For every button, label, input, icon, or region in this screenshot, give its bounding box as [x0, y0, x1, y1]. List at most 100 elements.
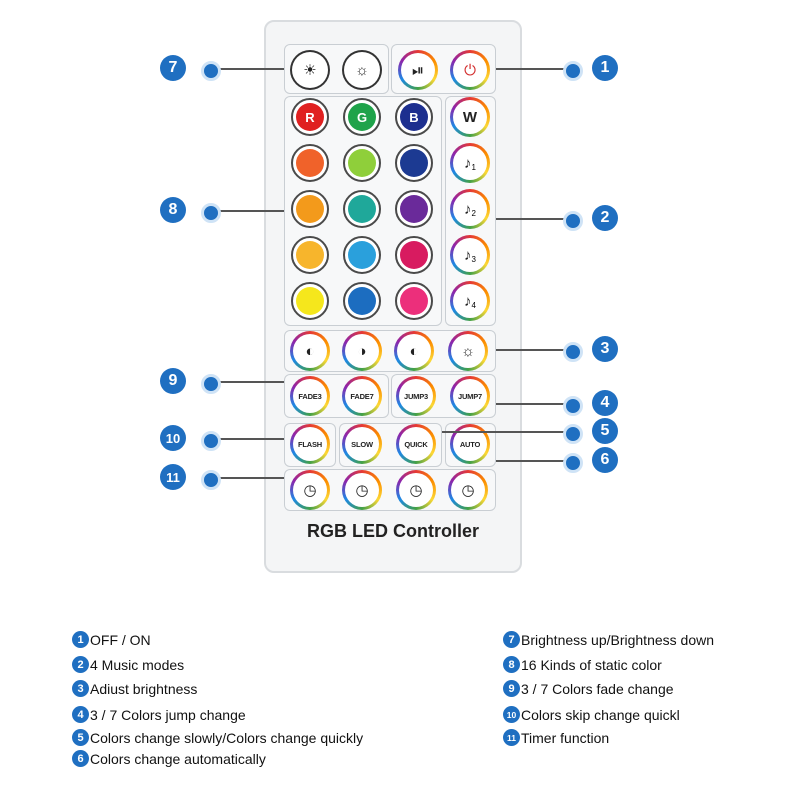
- leader-line: [496, 460, 570, 462]
- color-button-label: R: [305, 109, 315, 125]
- music-mode-3-button[interactable]: ♪3: [450, 235, 490, 275]
- color-swatch: [348, 241, 376, 269]
- callout-8: 8: [160, 197, 186, 223]
- leader-line: [442, 431, 570, 433]
- timer-clock-icon: ◷: [355, 481, 369, 499]
- legend-number: 11: [503, 729, 520, 746]
- color-swatch: R: [296, 103, 324, 131]
- color-button[interactable]: [395, 236, 433, 274]
- music-mode-4-button[interactable]: ♪4: [450, 281, 490, 321]
- music-note-icon: ♪: [464, 154, 472, 172]
- fade7-label: FADE7: [350, 391, 374, 401]
- color-swatch: B: [400, 103, 428, 131]
- timer-button[interactable]: ◷: [448, 470, 488, 510]
- jump3-button[interactable]: JUMP3: [396, 376, 436, 416]
- timer-button[interactable]: ◷: [396, 470, 436, 510]
- brightness-level-button[interactable]: ◐: [394, 331, 434, 371]
- music-mode-number: 1: [471, 162, 476, 172]
- white-button[interactable]: W: [450, 97, 490, 137]
- fade3-button[interactable]: FADE3: [290, 376, 330, 416]
- color-button[interactable]: [343, 190, 381, 228]
- legend-number: 3: [72, 680, 89, 697]
- callout-4: 4: [592, 390, 618, 416]
- color-button[interactable]: [343, 236, 381, 274]
- color-button-label: B: [409, 109, 419, 125]
- leader-line: [496, 403, 570, 405]
- leader-line: [208, 210, 284, 212]
- color-button[interactable]: [291, 144, 329, 182]
- auto-button[interactable]: AUTO: [450, 424, 490, 464]
- callout-1: 1: [592, 55, 618, 81]
- callout-2: 2: [592, 205, 618, 231]
- color-swatch: [296, 195, 324, 223]
- leader-line: [208, 381, 284, 383]
- legend-text: Colors change automatically: [90, 750, 266, 767]
- color-button[interactable]: [291, 282, 329, 320]
- color-button[interactable]: [395, 144, 433, 182]
- timer-clock-icon: ◷: [303, 481, 317, 499]
- fade3-label: FADE3: [298, 391, 322, 401]
- play-pause-icon: ⏯: [411, 61, 424, 79]
- color-swatch: [348, 287, 376, 315]
- legend-text: Adiust brightness: [90, 680, 198, 697]
- music-mode-number: 3: [471, 254, 476, 264]
- legend-number: 8: [503, 656, 520, 673]
- legend-text: Colors change slowly/Colors change quick…: [90, 729, 364, 746]
- color-button[interactable]: [343, 144, 381, 182]
- color-swatch: [296, 241, 324, 269]
- timer-button[interactable]: ◷: [342, 470, 382, 510]
- callout-7: 7: [160, 55, 186, 81]
- brightness-up-button[interactable]: ☀: [290, 50, 330, 90]
- legend-number: 7: [503, 631, 520, 648]
- brightness-down-button[interactable]: ☼: [342, 50, 382, 90]
- color-swatch: [348, 149, 376, 177]
- color-button-green[interactable]: G: [343, 98, 381, 136]
- color-button[interactable]: [395, 282, 433, 320]
- color-button[interactable]: [291, 190, 329, 228]
- color-button[interactable]: [395, 190, 433, 228]
- color-button-blue[interactable]: B: [395, 98, 433, 136]
- brightness-level-icon: ◑: [357, 342, 367, 360]
- legend-number: 6: [72, 750, 89, 767]
- leader-line: [208, 438, 284, 440]
- legend-number: 2: [72, 656, 89, 673]
- music-note-icon: ♪: [464, 292, 472, 310]
- color-button[interactable]: [291, 236, 329, 274]
- fade7-button[interactable]: FADE7: [342, 376, 382, 416]
- power-button[interactable]: ⏻: [450, 50, 490, 90]
- legend-text: 3 / 7 Colors jump change: [90, 706, 246, 723]
- music-mode-number: 4: [471, 300, 476, 310]
- legend-text: Brightness up/Brightness down: [521, 631, 714, 648]
- jump3-label: JUMP3: [403, 391, 428, 401]
- pointer-dot: [201, 61, 221, 81]
- timer-button[interactable]: ◷: [290, 470, 330, 510]
- pointer-dot: [563, 396, 583, 416]
- music-mode-1-button[interactable]: ♪1: [450, 143, 490, 183]
- flash-button[interactable]: FLASH: [290, 424, 330, 464]
- play-pause-button[interactable]: ⏯: [398, 50, 438, 90]
- legend-number: 4: [72, 706, 89, 723]
- slow-button[interactable]: SLOW: [342, 424, 382, 464]
- color-button-red[interactable]: R: [291, 98, 329, 136]
- brightness-level-button[interactable]: ◑: [342, 331, 382, 371]
- color-swatch: [400, 287, 428, 315]
- flash-label: FLASH: [298, 439, 322, 449]
- pointer-dot: [563, 342, 583, 362]
- brightness-level-button[interactable]: ◐: [290, 331, 330, 371]
- quick-button[interactable]: QUICK: [396, 424, 436, 464]
- brightness-level-button[interactable]: ☼: [448, 331, 488, 371]
- jump7-button[interactable]: JUMP7: [450, 376, 490, 416]
- color-button[interactable]: [343, 282, 381, 320]
- callout-6: 6: [592, 447, 618, 473]
- music-mode-2-button[interactable]: ♪2: [450, 189, 490, 229]
- quick-label: QUICK: [404, 439, 428, 449]
- pointer-dot: [201, 203, 221, 223]
- callout-5: 5: [592, 418, 618, 444]
- legend-text: OFF / ON: [90, 631, 151, 648]
